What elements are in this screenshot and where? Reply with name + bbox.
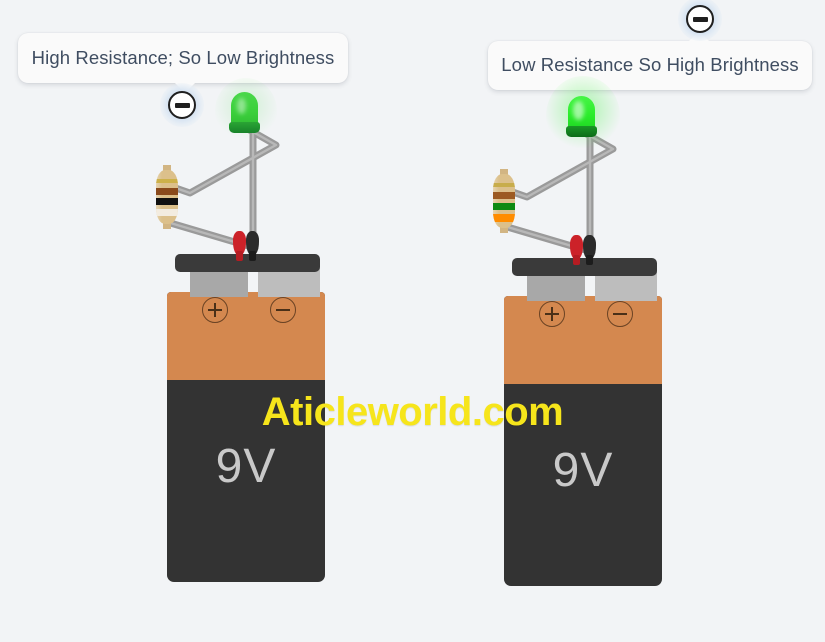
minus-circle-ring: [686, 5, 714, 33]
battery-positive-terminal-icon: [539, 301, 565, 327]
battery-negative-terminal-icon: [270, 297, 296, 323]
led-shine: [237, 98, 246, 114]
resistor-band-1: [493, 183, 515, 187]
resistor-right: [493, 169, 515, 233]
battery-top-section: [167, 292, 325, 380]
battery-terminal-bar: [512, 258, 657, 276]
resistor-body: [156, 170, 178, 224]
wire-group-right: [500, 128, 617, 256]
minus-bar-icon: [174, 102, 190, 108]
resistor-band-2: [156, 188, 178, 195]
battery-positive-terminal-icon: [202, 297, 228, 323]
resistor-cap-top: [500, 169, 508, 176]
wire-led-to-resistor: [163, 124, 280, 197]
resistor-cap-bottom: [500, 226, 508, 233]
battery-terminal-bar: [175, 254, 320, 272]
wire-led-to-resistor: [500, 128, 617, 201]
battery-voltage-label: 9V: [215, 440, 277, 493]
resistor-band-4: [493, 214, 515, 222]
resistor-band-4: [156, 209, 178, 216]
probe-head-red: [233, 231, 246, 255]
probe-head-black: [246, 231, 259, 255]
resistor-band-1: [156, 179, 178, 183]
probe-neck-black: [249, 251, 256, 261]
battery-top-section: [504, 296, 662, 384]
left-circuit: 9V: [0, 0, 400, 638]
resistor-band-3: [156, 198, 178, 205]
minus-circle-icon-right[interactable]: [678, 0, 722, 41]
probe-neck-red: [236, 251, 243, 261]
battery-negative-terminal-icon: [607, 301, 633, 327]
resistor-cap-bottom: [163, 222, 171, 229]
probe-head-red: [570, 235, 583, 259]
resistor-body: [493, 174, 515, 228]
battery-body: [504, 296, 662, 586]
minus-circle-ring: [168, 91, 196, 119]
right-circuit: 9V: [337, 4, 825, 642]
battery-body: [167, 292, 325, 582]
probe-neck-red: [573, 255, 580, 265]
led-flange: [566, 126, 597, 137]
minus-bar-icon: [692, 16, 708, 22]
resistor-band-3: [493, 203, 515, 210]
battery-voltage-label: 9V: [552, 444, 614, 497]
resistor-left: [156, 165, 178, 229]
led-shine: [573, 101, 584, 120]
resistor-cap-top: [163, 165, 171, 172]
led-flange: [229, 122, 260, 133]
minus-circle-icon-left[interactable]: [160, 83, 204, 127]
probe-head-black: [583, 235, 596, 259]
resistor-band-2: [493, 192, 515, 199]
probe-neck-black: [586, 255, 593, 265]
